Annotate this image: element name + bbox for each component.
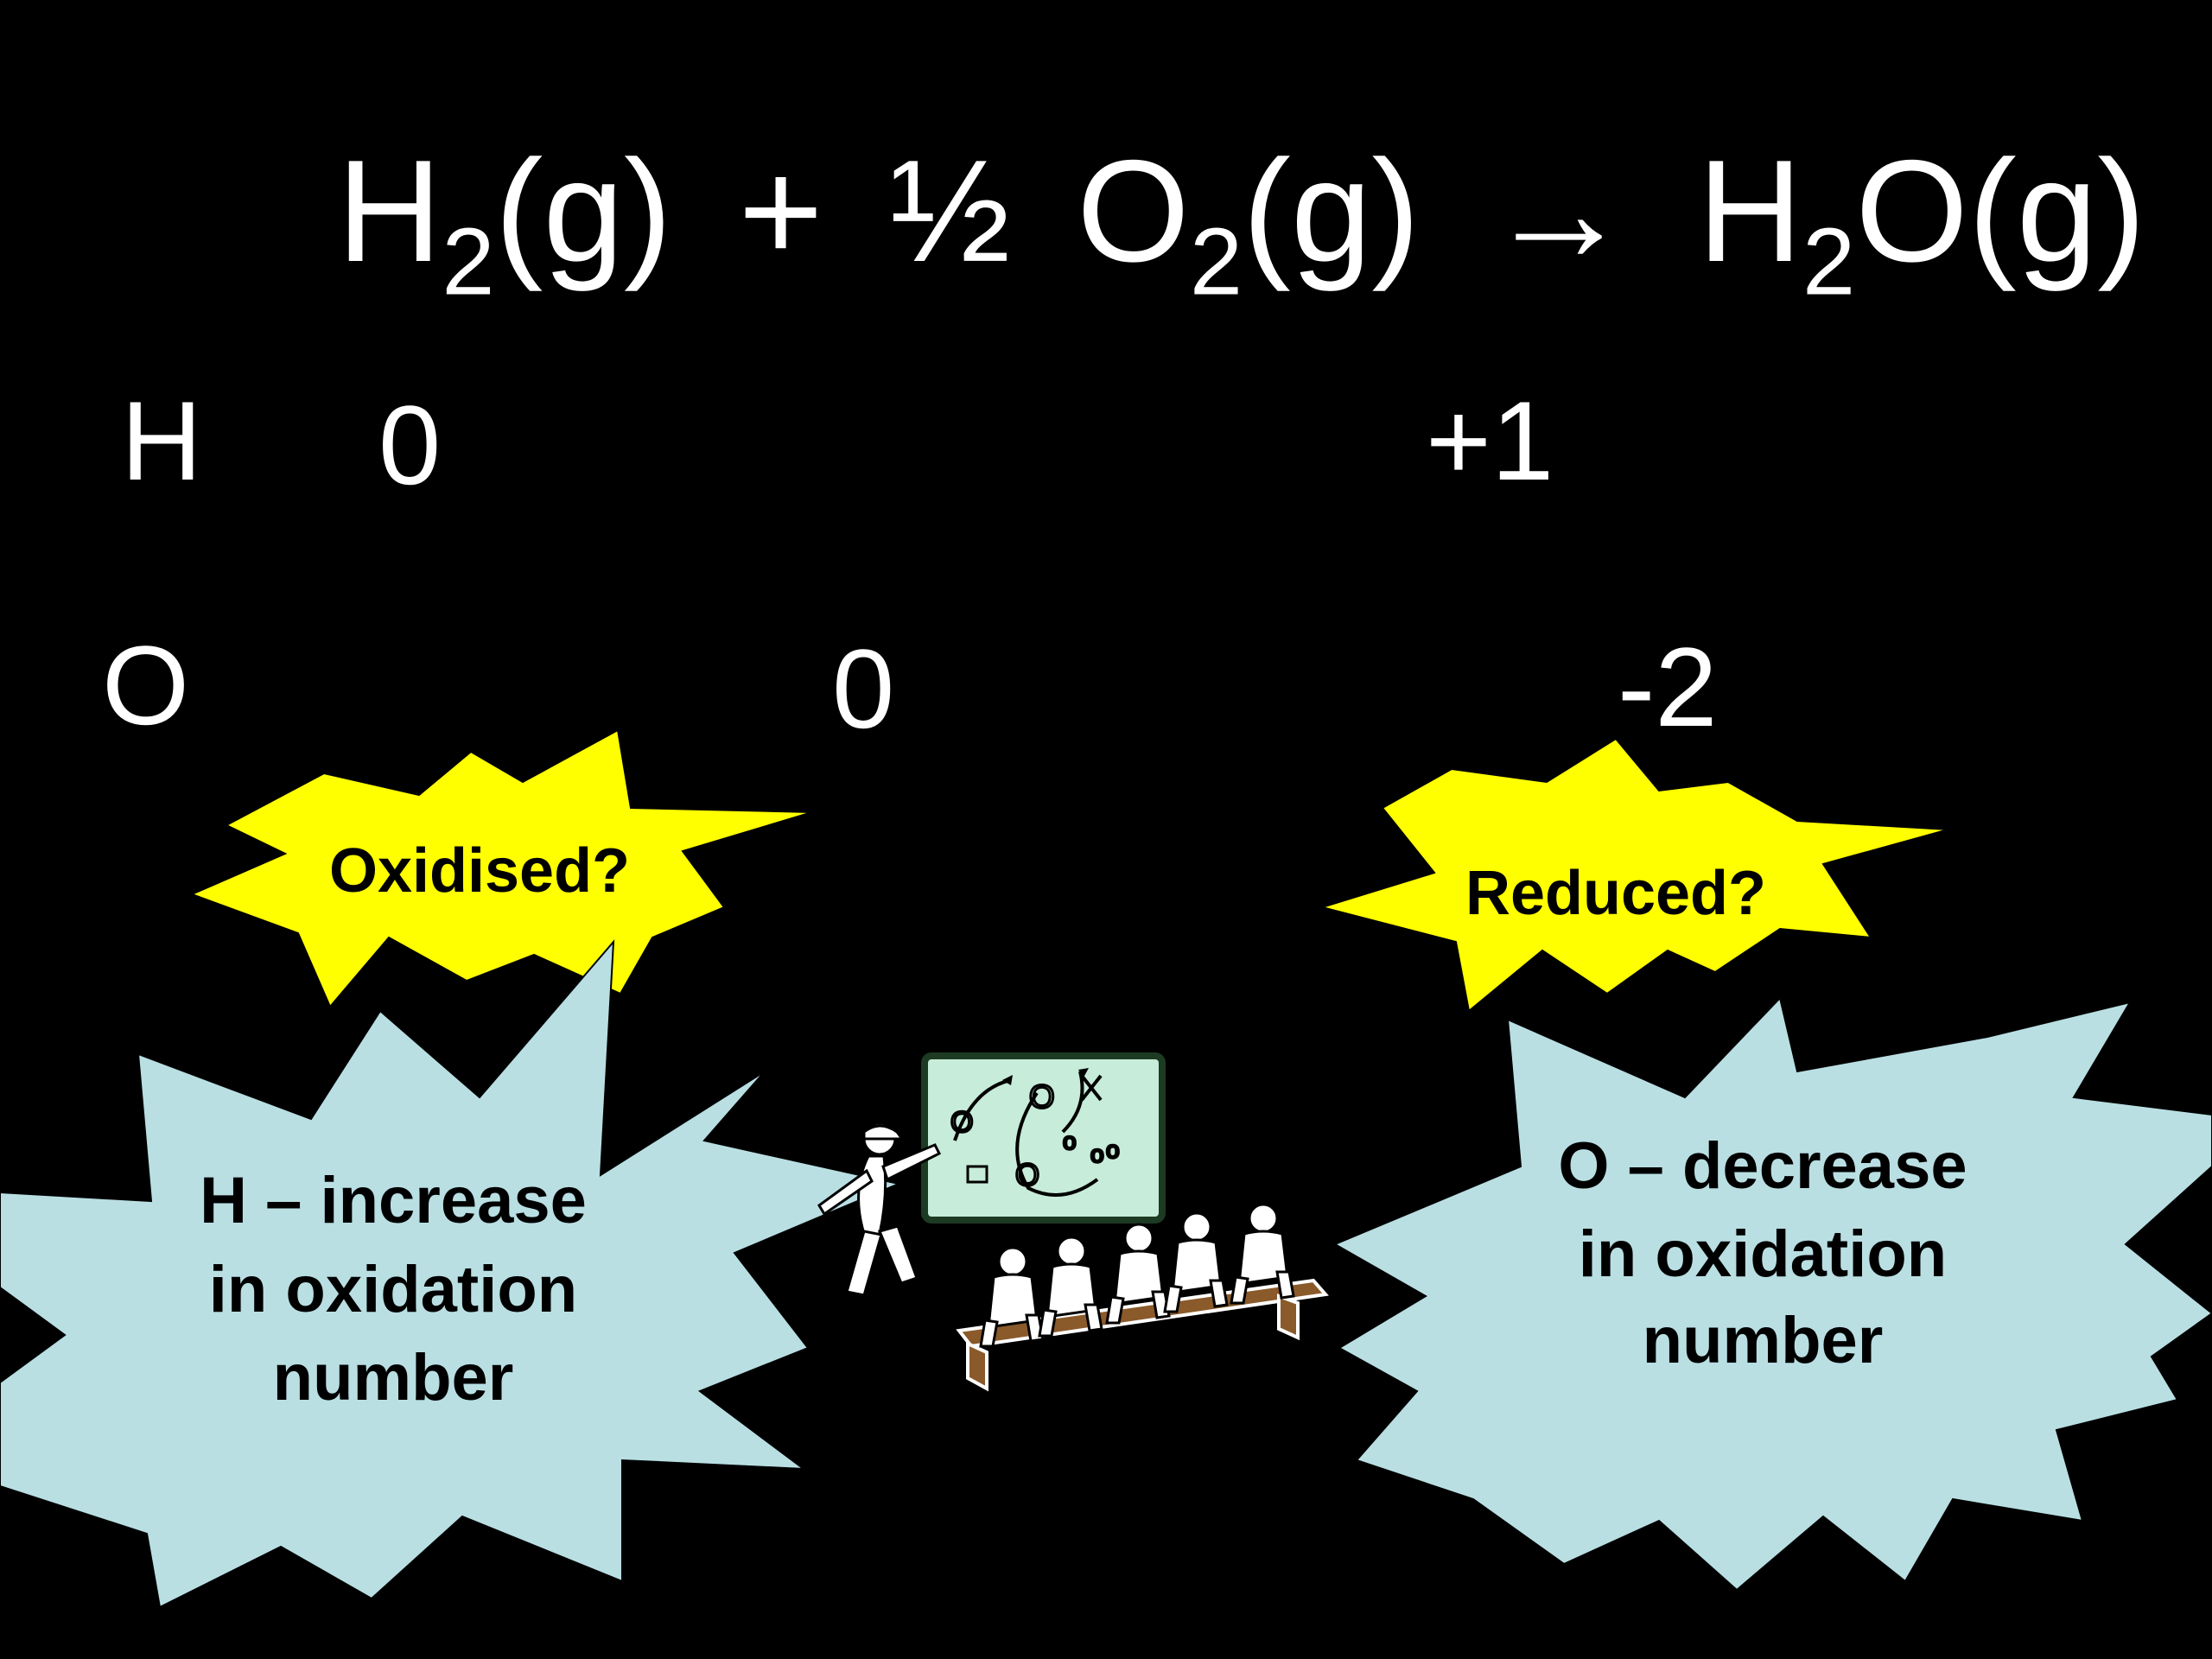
coach-clipart: O O o o o O [817, 1052, 1329, 1392]
player-2 [1038, 1236, 1103, 1338]
o-decrease-line3: number [1643, 1304, 1884, 1377]
plus-sign: + [738, 130, 823, 292]
board-mark-o3: o [1063, 1128, 1077, 1154]
reduced-burst: Reduced? [1319, 737, 1949, 1013]
o-reactant-oxidation-number: 0 [832, 626, 895, 752]
o-decrease-line2: in oxidation [1579, 1217, 1947, 1291]
h-reactant-oxidation-number: 0 [378, 382, 442, 508]
h2o-product: H2O(g) [1697, 130, 2146, 315]
player-5 [1230, 1203, 1295, 1305]
h2-reactant: H2(g) [337, 130, 672, 315]
board-mark-o1: O [1029, 1079, 1055, 1116]
h-increase-burst: H – increase in oxidation number [0, 939, 902, 1609]
o-row-label: O [102, 622, 190, 748]
player-4 [1163, 1211, 1229, 1313]
reaction-arrow: → [1486, 130, 1632, 292]
h-product-oxidation-number: +1 [1426, 378, 1554, 504]
h-increase-line2: in oxidation [209, 1253, 577, 1326]
h-increase-line1: H – increase [200, 1164, 587, 1237]
coach-figure [817, 1122, 942, 1297]
o-decrease-line1: O – decrease [1558, 1129, 1967, 1203]
board-mark-o5: o [1106, 1136, 1120, 1163]
o-decrease-burst: O – decrease in oxidation number [1332, 995, 2212, 1592]
reaction-equation: H2(g) + ½ O2(g) → H2O(g) [337, 138, 2145, 309]
player-3 [1105, 1223, 1171, 1325]
oxidised-burst: Oxidised? [189, 728, 813, 1008]
half-coefficient: ½ [889, 130, 1011, 292]
reduced-label: Reduced? [1465, 859, 1766, 928]
players [979, 1203, 1295, 1348]
chalkboard: O O o o o O [921, 1052, 1166, 1224]
board-mark-o6: O [1015, 1157, 1039, 1192]
o2-reactant: O2(g) [1077, 130, 1421, 315]
h-row-label: H [121, 378, 202, 504]
h-increase-line3: number [273, 1341, 514, 1414]
board-mark-o4: o [1090, 1141, 1104, 1167]
board-mark-o2: O [950, 1106, 973, 1139]
o-product-oxidation-number: -2 [1618, 624, 1718, 750]
player-1 [979, 1246, 1045, 1348]
oxidised-label: Oxidised? [329, 836, 630, 906]
